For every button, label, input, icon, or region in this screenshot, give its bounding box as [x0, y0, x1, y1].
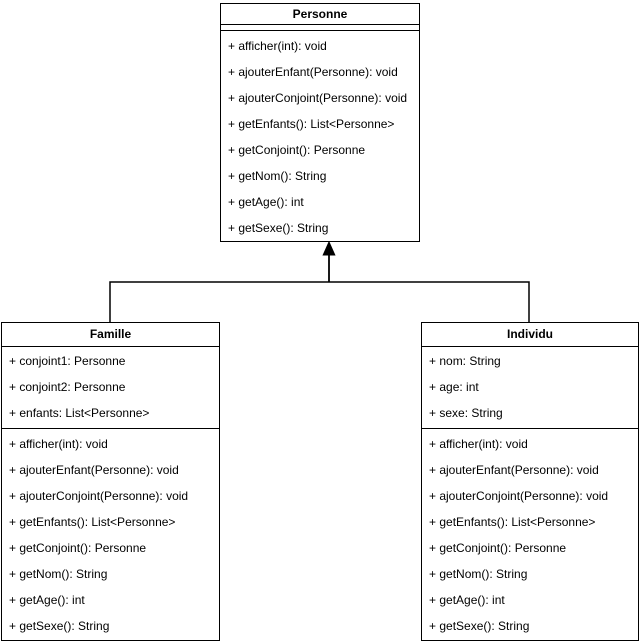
method-item: + getConjoint(): Personne: [228, 143, 366, 157]
attribute-item: + nom: String: [429, 354, 501, 368]
class-title: Individu: [422, 323, 638, 347]
method-item: + afficher(int): void: [228, 39, 327, 53]
method-item: + getNom(): String: [9, 567, 108, 581]
method-item: + ajouterConjoint(Personne): void: [9, 489, 189, 503]
class-title: Famille: [2, 323, 219, 347]
method-item: + getConjoint(): Personne: [429, 541, 567, 555]
attributes-compartment: [221, 25, 419, 31]
attribute-item: + conjoint2: Personne: [9, 380, 126, 394]
method-item: + getAge(): int: [9, 593, 85, 607]
method-item: + ajouterEnfant(Personne): void: [228, 65, 398, 79]
method-item: + ajouterEnfant(Personne): void: [429, 463, 599, 477]
attribute-item: + enfants: List<Personne>: [9, 406, 150, 420]
method-item: + getSexe(): String: [429, 619, 530, 633]
attributes-compartment: + conjoint1: Personne + conjoint2: Person…: [2, 347, 219, 429]
class-box-famille[interactable]: Famille + conjoint1: Personne + conjoint2…: [1, 322, 220, 641]
methods-compartment: + afficher(int): void + ajouterEnfant(Per…: [2, 429, 219, 640]
method-item: + afficher(int): void: [9, 437, 108, 451]
class-title: Personne: [221, 4, 419, 25]
attribute-item: + conjoint1: Personne: [9, 354, 126, 368]
attribute-item: + age: int: [429, 380, 479, 394]
class-box-personne[interactable]: Personne + afficher(int): void + ajouterE…: [220, 3, 420, 242]
methods-compartment: + afficher(int): void + ajouterEnfant(Per…: [422, 429, 638, 640]
method-item: + getEnfants(): List<Personne>: [429, 515, 596, 529]
method-item: + getSexe(): String: [9, 619, 110, 633]
method-item: + getEnfants(): List<Personne>: [9, 515, 176, 529]
inheritance-arrowhead-icon: [322, 240, 336, 256]
method-item: + getNom(): String: [228, 169, 327, 183]
method-item: + getConjoint(): Personne: [9, 541, 147, 555]
inheritance-branch-line: [109, 281, 530, 322]
attribute-item: + sexe: String: [429, 406, 503, 420]
method-item: + afficher(int): void: [429, 437, 528, 451]
method-item: + getAge(): int: [228, 195, 304, 209]
method-item: + getNom(): String: [429, 567, 528, 581]
method-item: + getAge(): int: [429, 593, 505, 607]
method-item: + ajouterConjoint(Personne): void: [228, 91, 408, 105]
method-item: + ajouterEnfant(Personne): void: [9, 463, 179, 477]
class-box-individu[interactable]: Individu + nom: String + age: int + sexe: …: [421, 322, 639, 641]
method-item: + getEnfants(): List<Personne>: [228, 117, 395, 131]
methods-compartment: + afficher(int): void + ajouterEnfant(Per…: [221, 31, 419, 241]
attributes-compartment: + nom: String + age: int + sexe: String: [422, 347, 638, 429]
method-item: + getSexe(): String: [228, 221, 329, 235]
method-item: + ajouterConjoint(Personne): void: [429, 489, 609, 503]
